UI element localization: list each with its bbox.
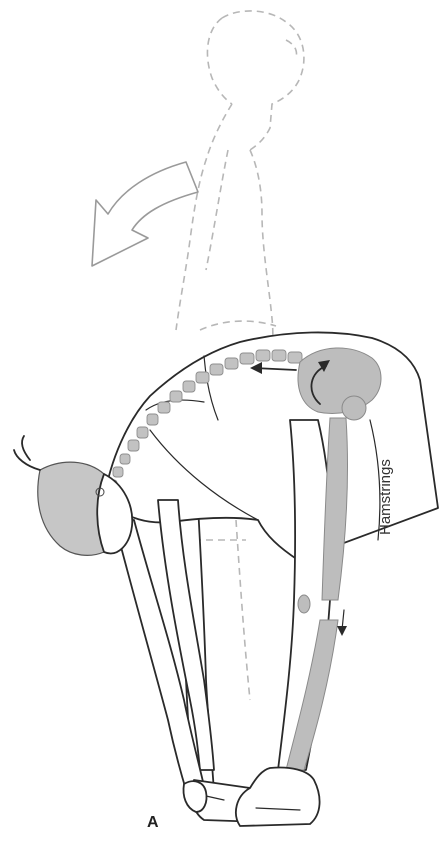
- curved-arrow-icon: [92, 162, 198, 266]
- panel-label: A: [147, 814, 159, 832]
- knee-arrow-icon: [337, 610, 347, 636]
- front-foot: [236, 768, 320, 827]
- kneecap: [298, 595, 310, 613]
- hair: [38, 462, 104, 555]
- hair-bun: [14, 436, 40, 470]
- femur-head: [342, 396, 366, 420]
- hand: [184, 781, 207, 812]
- hamstrings-label: Hamstrings: [377, 459, 394, 535]
